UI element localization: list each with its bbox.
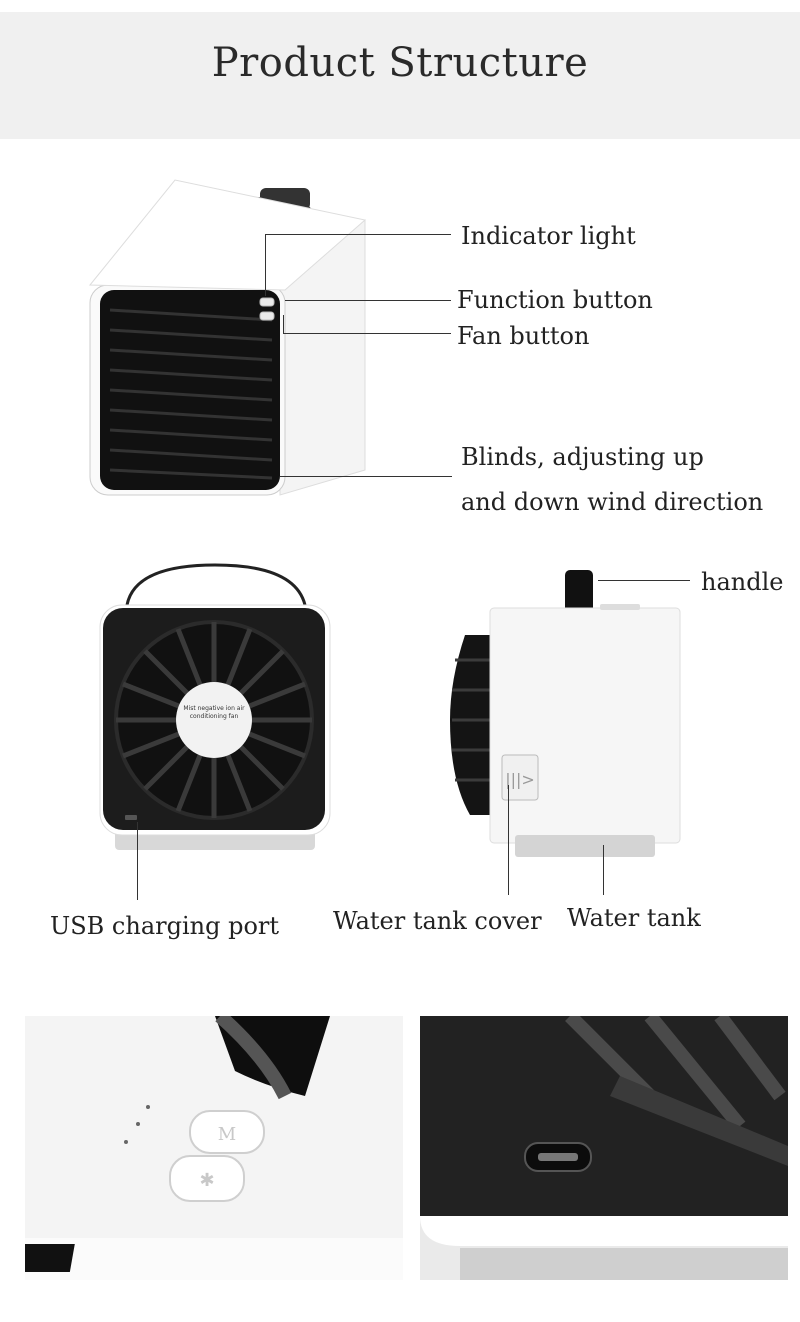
label-indicator-light: Indicator light [461, 222, 636, 250]
closeup-buttons-image: M ✱ [25, 1016, 403, 1280]
label-handle: handle [701, 568, 784, 596]
closeup-usb-port-image [420, 1016, 788, 1280]
label-function-button: Function button [457, 286, 653, 314]
label-usb-charging-port: USB charging port [50, 912, 280, 940]
label-water-tank-cover: Water tank cover [333, 907, 542, 935]
fan-sticker-line2: conditioning fan [190, 713, 239, 720]
leader-indicator-vertical [265, 234, 266, 296]
function-button-closeup [189, 1110, 265, 1154]
svg-text:|||>: |||> [505, 770, 535, 789]
leader-indicator-horizontal [265, 234, 451, 235]
product-side-view-image: |||> [450, 570, 681, 857]
function-button-glyph: M [218, 1124, 236, 1145]
label-blinds-line2: and down wind direction [461, 488, 764, 516]
fan-button-glyph: ✱ [199, 1170, 214, 1191]
product-front-angle-image [88, 179, 367, 496]
label-fan-button: Fan button [457, 322, 590, 350]
header-band [0, 12, 800, 139]
product-rear-view-image: Mist negative ion air conditioning fan [99, 563, 331, 850]
label-water-tank: Water tank [567, 904, 701, 932]
leader-water-tank-cover [508, 785, 509, 895]
leader-water-tank [603, 845, 604, 895]
leader-function-button [285, 300, 451, 301]
fan-sticker-line1: Mist negative ion air [183, 705, 245, 712]
label-blinds-line1: Blinds, adjusting up [461, 443, 704, 471]
leader-handle [598, 580, 690, 581]
leader-fan-button-vertical [283, 315, 284, 333]
fan-button-closeup [169, 1155, 245, 1202]
leader-fan-button-horizontal [283, 333, 451, 334]
leader-blinds [280, 476, 452, 477]
leader-usb-port [137, 822, 138, 900]
page-title: Product Structure [211, 40, 589, 86]
